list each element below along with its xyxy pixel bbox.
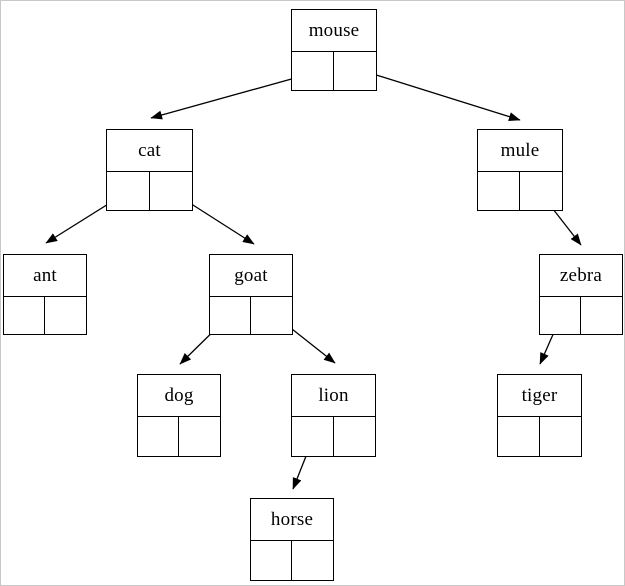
node-lion-right-pointer-cell[interactable] bbox=[333, 417, 375, 456]
node-goat-left-pointer-cell[interactable] bbox=[210, 297, 251, 334]
tree-node-goat[interactable]: goat bbox=[209, 254, 293, 335]
node-label-dog: dog bbox=[138, 375, 220, 417]
node-label-lion: lion bbox=[292, 375, 375, 417]
node-label-tiger: tiger bbox=[498, 375, 581, 417]
node-goat-right-pointer-cell[interactable] bbox=[251, 297, 292, 334]
node-pointer-row-dog bbox=[138, 417, 220, 456]
node-pointer-row-mule bbox=[478, 172, 562, 210]
node-tiger-left-pointer-cell[interactable] bbox=[498, 417, 540, 456]
tree-edge-mouse-mule bbox=[353, 67, 521, 122]
node-mule-right-pointer-cell[interactable] bbox=[520, 172, 562, 210]
node-label-zebra: zebra bbox=[540, 255, 622, 297]
node-pointer-row-goat bbox=[210, 297, 292, 334]
node-cat-left-pointer-cell[interactable] bbox=[107, 172, 150, 210]
node-ant-right-pointer-cell[interactable] bbox=[45, 297, 86, 334]
node-pointer-row-tiger bbox=[498, 417, 581, 456]
node-lion-left-pointer-cell[interactable] bbox=[292, 417, 334, 456]
node-dog-right-pointer-cell[interactable] bbox=[179, 417, 220, 456]
node-label-ant: ant bbox=[4, 255, 86, 297]
tree-node-mule[interactable]: mule bbox=[477, 129, 563, 211]
tree-node-mouse[interactable]: mouse bbox=[291, 9, 377, 91]
node-horse-right-pointer-cell[interactable] bbox=[292, 541, 333, 580]
node-pointer-row-zebra bbox=[540, 297, 622, 334]
node-zebra-right-pointer-cell[interactable] bbox=[581, 297, 622, 334]
node-pointer-row-horse bbox=[251, 541, 333, 580]
node-pointer-row-cat bbox=[107, 172, 192, 210]
node-mouse-right-pointer-cell[interactable] bbox=[334, 52, 376, 90]
node-label-cat: cat bbox=[107, 130, 192, 172]
tree-node-lion[interactable]: lion bbox=[291, 374, 376, 457]
node-label-mule: mule bbox=[478, 130, 562, 172]
node-pointer-row-ant bbox=[4, 297, 86, 334]
node-pointer-row-lion bbox=[292, 417, 375, 456]
node-horse-left-pointer-cell[interactable] bbox=[251, 541, 292, 580]
node-dog-left-pointer-cell[interactable] bbox=[138, 417, 179, 456]
tree-node-horse[interactable]: horse bbox=[250, 498, 334, 581]
tree-node-ant[interactable]: ant bbox=[3, 254, 87, 335]
node-label-horse: horse bbox=[251, 499, 333, 541]
node-mouse-left-pointer-cell[interactable] bbox=[292, 52, 334, 90]
node-ant-left-pointer-cell[interactable] bbox=[4, 297, 45, 334]
node-pointer-row-mouse bbox=[292, 52, 376, 90]
node-cat-right-pointer-cell[interactable] bbox=[149, 172, 192, 210]
tree-edge-mouse-cat bbox=[150, 72, 314, 120]
node-label-mouse: mouse bbox=[292, 10, 376, 52]
node-zebra-left-pointer-cell[interactable] bbox=[540, 297, 581, 334]
tree-node-zebra[interactable]: zebra bbox=[539, 254, 623, 335]
node-tiger-right-pointer-cell[interactable] bbox=[539, 417, 581, 456]
tree-node-dog[interactable]: dog bbox=[137, 374, 221, 457]
node-mule-left-pointer-cell[interactable] bbox=[478, 172, 520, 210]
node-label-goat: goat bbox=[210, 255, 292, 297]
tree-node-tiger[interactable]: tiger bbox=[497, 374, 582, 457]
tree-node-cat[interactable]: cat bbox=[106, 129, 193, 211]
